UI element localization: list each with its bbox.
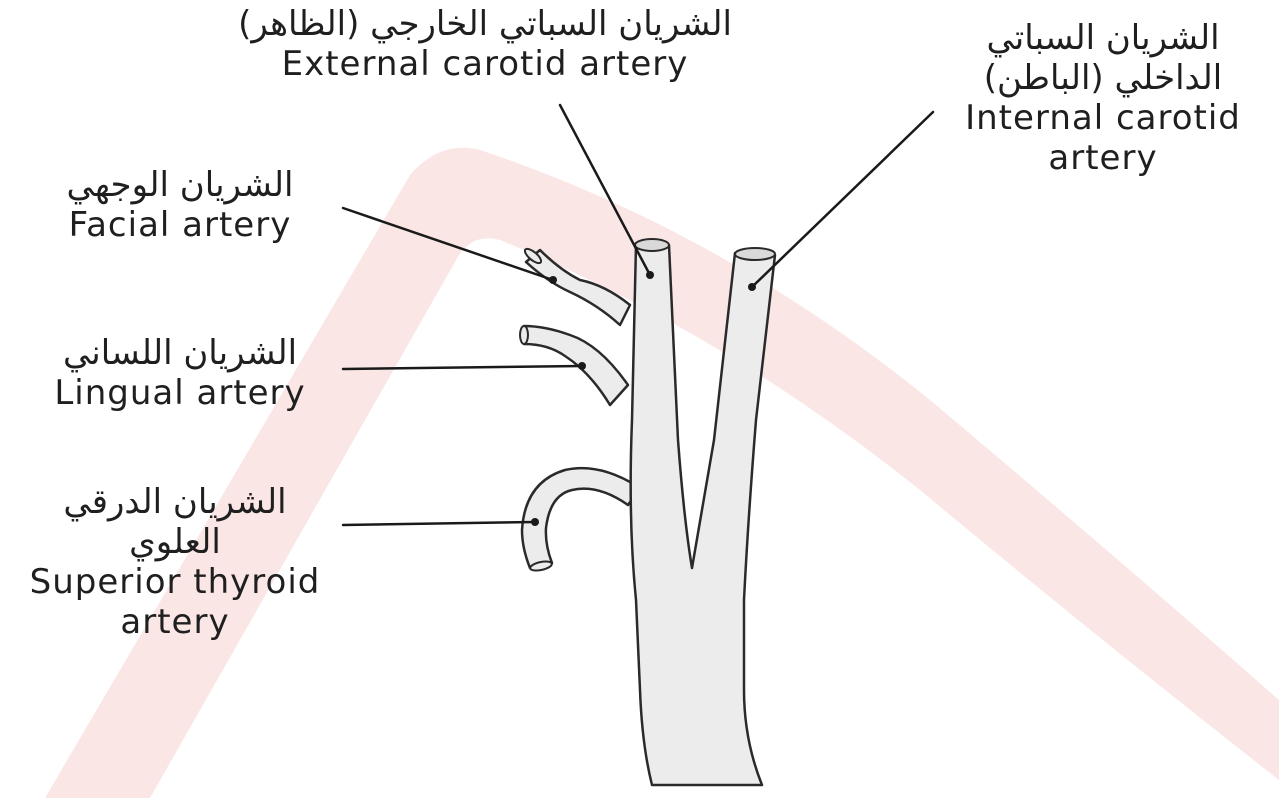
leader-internal-carotid (752, 112, 933, 287)
internal-carotid-arabic-1: الشريان السباتي (935, 18, 1271, 58)
lingual-arabic: الشريان اللساني (20, 333, 340, 373)
facial-label: الشريان الوجهي Facial artery (20, 165, 340, 245)
superior-thyroid-arabic-1: الشريان الدرقي (0, 482, 350, 522)
facial-arabic: الشريان الوجهي (20, 165, 340, 205)
internal-carotid-english-1: Internal carotid (935, 98, 1271, 138)
superior-thyroid-arabic-2: العلوي (0, 522, 350, 562)
superior-thyroid-label: الشريان الدرقي العلوي Superior thyroid a… (0, 482, 350, 642)
internal-carotid-english-2: artery (935, 138, 1271, 178)
superior-thyroid-artery-vessel (522, 468, 640, 568)
external-carotid-label: الشريان السباتي الخارجي (الظاهر) Externa… (190, 4, 780, 84)
external-carotid-arabic: الشريان السباتي الخارجي (الظاهر) (190, 4, 780, 44)
external-carotid-english: External carotid artery (190, 44, 780, 84)
internal-carotid-arabic-2: الداخلي (الباطن) (935, 58, 1271, 98)
facial-english: Facial artery (20, 205, 340, 245)
lingual-english: Lingual artery (20, 373, 340, 413)
leader-superior-thyroid (343, 522, 535, 525)
superior-thyroid-english-2: artery (0, 602, 350, 642)
internal-carotid-label: الشريان السباتي الداخلي (الباطن) Interna… (935, 18, 1271, 178)
superior-thyroid-english-1: Superior thyroid (0, 562, 350, 602)
lingual-label: الشريان اللساني Lingual artery (20, 333, 340, 413)
